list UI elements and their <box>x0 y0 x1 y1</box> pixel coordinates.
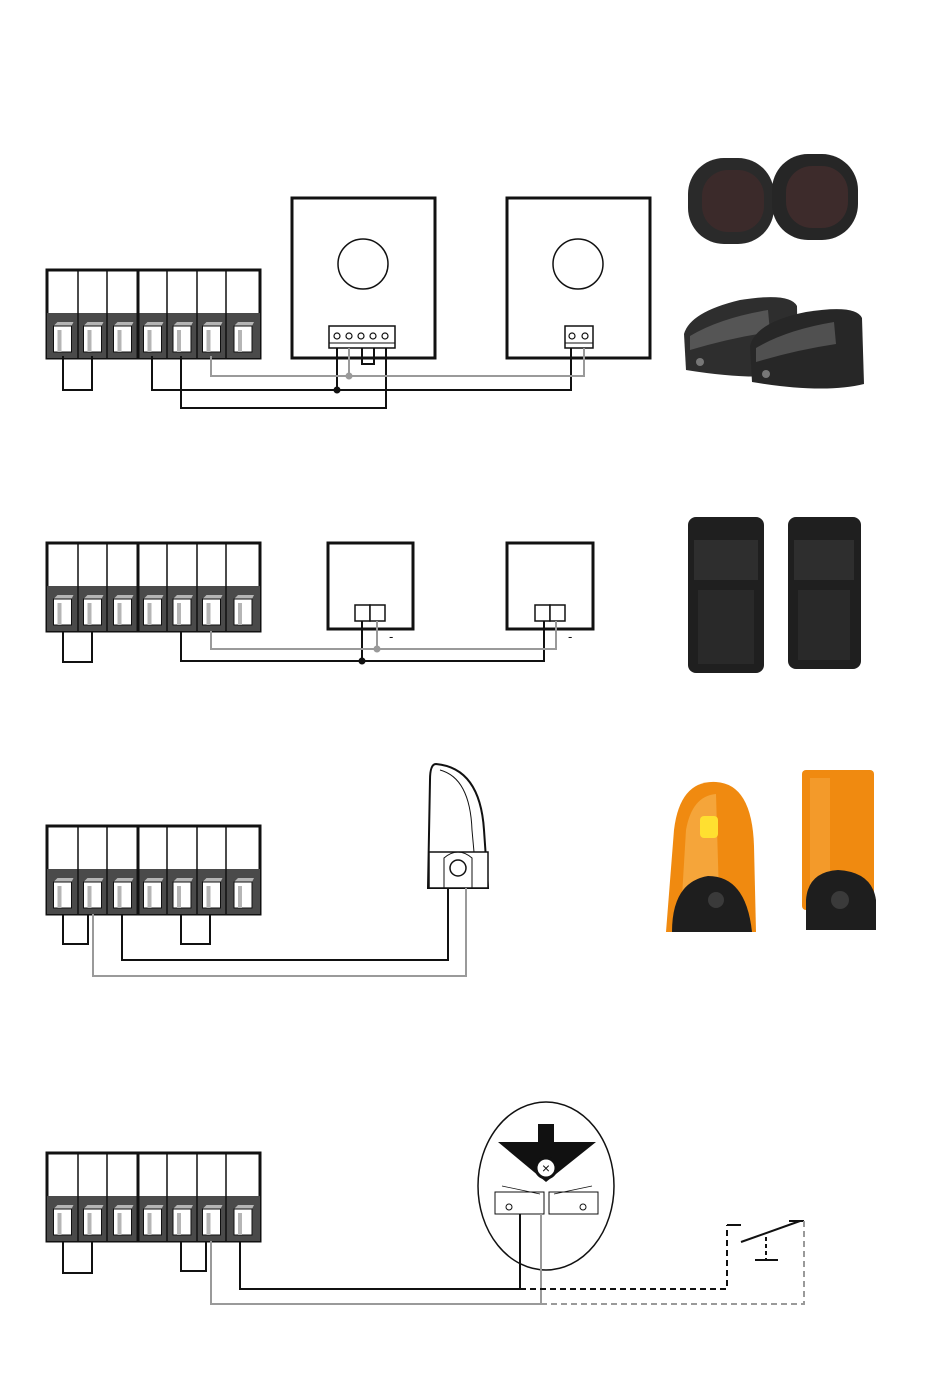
transmitter-lens <box>338 239 388 289</box>
terminal-screw <box>54 599 72 625</box>
terminal-screw <box>173 599 191 625</box>
terminal-screw <box>84 599 102 625</box>
terminal-screw-shade <box>238 886 242 908</box>
terminal-screw <box>114 882 132 908</box>
terminal-screw-shade <box>207 1213 211 1235</box>
terminal-screw-shade <box>148 1213 152 1235</box>
terminal-screw <box>234 882 252 908</box>
terminal-screw <box>203 326 221 352</box>
junction-dot <box>346 373 353 380</box>
terminal-block-1 <box>47 270 260 358</box>
warning-lamp-outline-icon <box>428 764 488 888</box>
junction-dot <box>374 646 381 653</box>
terminal-screw-shade <box>58 886 62 908</box>
terminal-screw <box>54 1209 72 1235</box>
terminal-screw-shade <box>177 330 181 352</box>
terminal-screw-shade <box>207 330 211 352</box>
warning-lamp-icon <box>666 770 876 932</box>
svg-text:×: × <box>542 1160 550 1176</box>
terminal-screw <box>203 882 221 908</box>
terminal-screw-shade <box>238 603 242 625</box>
terminal-screw <box>234 1209 252 1235</box>
terminal-screw-shade <box>118 1213 122 1235</box>
terminal-screw <box>234 326 252 352</box>
terminal-screw-shade <box>177 886 181 908</box>
terminal-screw <box>114 326 132 352</box>
terminal-screw <box>84 326 102 352</box>
safety-contact-switch-icon <box>727 1221 804 1260</box>
receiver-terminal-strip <box>565 326 593 348</box>
terminal-screw-shade <box>88 330 92 352</box>
receiver-terminal-pair <box>535 605 565 621</box>
terminal-screw-shade <box>88 603 92 625</box>
terminal-screw-shade <box>148 886 152 908</box>
terminal-screw-shade <box>238 330 242 352</box>
terminal-block-4 <box>47 1153 260 1241</box>
terminal-screw <box>84 1209 102 1235</box>
terminal-screw <box>203 599 221 625</box>
terminal-screw-shade <box>207 603 211 625</box>
terminal-screw <box>234 599 252 625</box>
section-photocell-2-terminal: - - <box>47 517 861 673</box>
terminal-screw-shade <box>177 603 181 625</box>
transmitter-terminal-strip <box>329 326 395 348</box>
terminal-screw-shade <box>58 330 62 352</box>
section-photocell-5-terminal <box>47 154 864 408</box>
junction-dot <box>359 658 366 665</box>
terminal-screw-shade <box>88 886 92 908</box>
wedge-photocell-icon <box>684 297 864 388</box>
transmitter-polarity-mark: - <box>389 629 393 644</box>
terminal-screw <box>54 882 72 908</box>
section-warning-lamp <box>47 764 876 976</box>
receiver-polarity-mark: - <box>568 629 572 644</box>
transmitter-terminal-pair <box>355 605 385 621</box>
terminal-block-2 <box>47 543 260 631</box>
terminal-screw <box>54 326 72 352</box>
round-photocell-icon <box>688 154 858 244</box>
terminal-screw <box>173 326 191 352</box>
terminal-screw-shade <box>148 330 152 352</box>
terminal-screw <box>144 882 162 908</box>
terminal-screw-shade <box>118 886 122 908</box>
receiver-lens <box>553 239 603 289</box>
terminal-screw <box>203 1209 221 1235</box>
terminal-screw-shade <box>238 1213 242 1235</box>
terminal-screw <box>114 599 132 625</box>
terminal-screw <box>173 882 191 908</box>
terminal-screw <box>84 882 102 908</box>
terminal-screw-shade <box>207 886 211 908</box>
terminal-screw <box>114 1209 132 1235</box>
terminal-screw <box>144 599 162 625</box>
terminal-screw-shade <box>58 1213 62 1235</box>
terminal-screw-shade <box>88 1213 92 1235</box>
terminal-screw-shade <box>118 603 122 625</box>
column-photocell-icon <box>688 517 861 673</box>
safety-edge-unit-icon: × <box>478 1102 614 1270</box>
terminal-screw-shade <box>148 603 152 625</box>
terminal-screw-shade <box>177 1213 181 1235</box>
terminal-screw-shade <box>58 603 62 625</box>
terminal-block-3 <box>47 826 260 914</box>
terminal-screw <box>144 326 162 352</box>
terminal-screw-shade <box>118 330 122 352</box>
section-safety-edge: × <box>47 1102 804 1304</box>
terminal-screw <box>144 1209 162 1235</box>
junction-dot <box>334 387 341 394</box>
terminal-screw <box>173 1209 191 1235</box>
